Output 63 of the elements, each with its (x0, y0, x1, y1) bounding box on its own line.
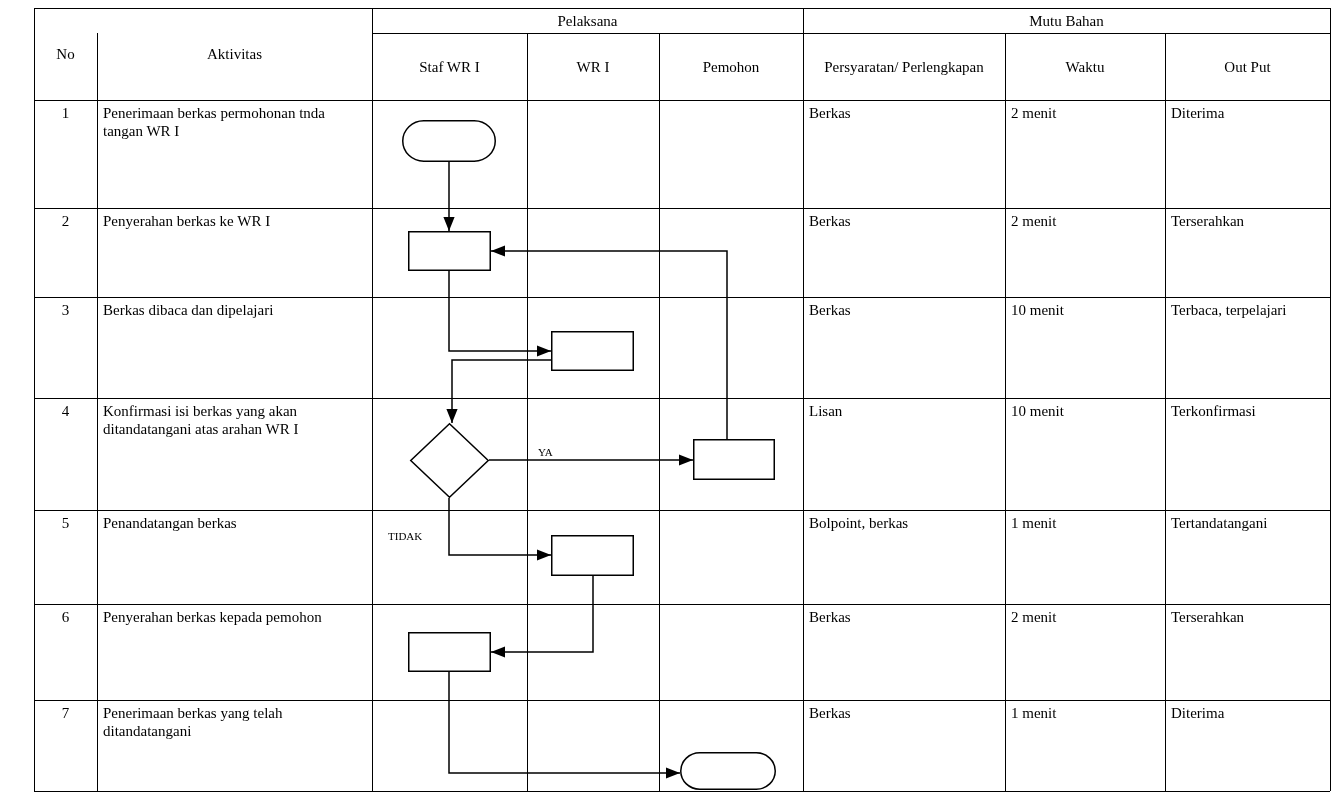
column-header: Staf WR I (419, 57, 480, 76)
edge-label: TIDAK (387, 530, 424, 542)
row-number: 4 (61, 402, 70, 420)
activity-text: Penandatangan berkas (103, 514, 237, 532)
column-header: Aktivitas (207, 45, 262, 63)
duration-text: 1 menit (1011, 514, 1057, 532)
requirement-text: Bolpoint, berkas (809, 514, 909, 532)
output-text: Terkonfirmasi (1171, 402, 1256, 420)
column-header: Mutu Bahan (1029, 11, 1104, 30)
column-header: WR I (576, 57, 610, 76)
arrow (448, 671, 681, 779)
activity-text: Penyerahan berkas ke WR I (103, 212, 271, 230)
activity-text: Berkas dibaca dan dipelajari (103, 301, 274, 319)
process-box (551, 535, 634, 576)
output-text: Tertandatangani (1171, 514, 1268, 532)
requirement-text: Lisan (809, 402, 843, 420)
duration-text: 10 menit (1011, 301, 1064, 319)
process-box (408, 632, 491, 672)
arrow (448, 270, 552, 357)
process-box (408, 231, 491, 271)
requirement-text: Berkas (809, 212, 851, 230)
requirement-text: Berkas (809, 301, 851, 319)
process-box (693, 439, 775, 480)
arrow (446, 359, 552, 424)
arrow (443, 161, 455, 232)
terminator-shape (402, 120, 496, 162)
row-number: 5 (61, 514, 70, 532)
process-box (551, 331, 634, 371)
requirement-text: Berkas (809, 608, 851, 626)
output-text: Diterima (1171, 704, 1225, 722)
output-text: Terserahkan (1171, 212, 1245, 230)
arrow (490, 575, 594, 658)
arrow (488, 454, 694, 466)
arrow (490, 245, 728, 440)
row-number: 2 (61, 212, 70, 230)
row-number: 6 (61, 608, 70, 626)
duration-text: 2 menit (1011, 608, 1057, 626)
duration-text: 2 menit (1011, 212, 1057, 230)
terminator-shape (680, 752, 776, 790)
output-text: Terbaca, terpelajari (1171, 301, 1287, 319)
row-number: 7 (61, 704, 70, 722)
column-header: Out Put (1224, 57, 1271, 76)
row-number: 1 (61, 104, 70, 122)
column-header: Pemohon (702, 57, 760, 76)
arrow (448, 497, 552, 561)
activity-text: Penerimaan berkas yang telah ditandatangani (103, 704, 284, 740)
output-text: Terserahkan (1171, 608, 1245, 626)
activity-text: Penyerahan berkas kepada pemohon (103, 608, 322, 626)
requirement-text: Berkas (809, 104, 851, 122)
column-header: No (56, 45, 75, 63)
requirement-text: Berkas (809, 704, 851, 722)
column-header: Persyaratan/ Perlengkapan (824, 57, 984, 76)
activity-text: Konfirmasi isi berkas yang akan ditandatangani atas arahan WR I (103, 402, 300, 438)
row-number: 3 (61, 301, 70, 319)
activity-text: Penerimaan berkas permohonan tnda tangan WR I (103, 104, 326, 140)
output-text: Diterima (1171, 104, 1225, 122)
column-header: Pelaksana (557, 11, 618, 30)
edge-label: YA (537, 446, 554, 458)
duration-text: 10 menit (1011, 402, 1064, 420)
duration-text: 2 menit (1011, 104, 1057, 122)
column-header: Waktu (1065, 57, 1105, 76)
duration-text: 1 menit (1011, 704, 1057, 722)
decision-diamond (410, 423, 489, 498)
